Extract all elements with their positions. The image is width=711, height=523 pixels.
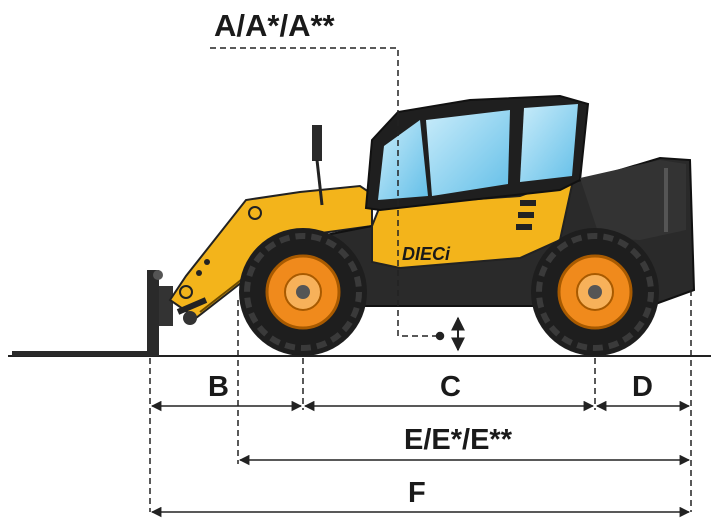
fork-tines (12, 351, 152, 356)
telehandler-illustration: DIECi (12, 94, 696, 356)
cab-window-side (426, 110, 510, 196)
label-length-e: E/E*/E** (404, 424, 513, 456)
label-overall-length-f: F (408, 477, 426, 509)
brand-logo: DIECi (402, 244, 451, 264)
rear-wheel (531, 228, 659, 356)
front-wheel (239, 228, 367, 356)
label-wheelbase-c: C (440, 371, 461, 403)
cab-window-front (378, 120, 428, 200)
label-rear-overhang-d: D (632, 371, 653, 403)
label-height-a: A/A*/A** (214, 8, 336, 43)
height-reference-line (210, 47, 440, 337)
dimension-lines (149, 47, 692, 518)
cab-window-rear (520, 104, 578, 182)
fork-carriage (147, 270, 159, 356)
label-front-overhang-b: B (208, 371, 229, 403)
